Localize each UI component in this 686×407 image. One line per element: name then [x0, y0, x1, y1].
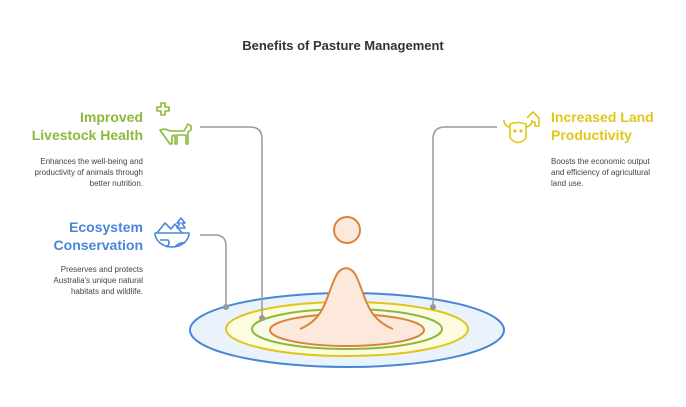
desc-line: Enhances the well-being and — [40, 157, 143, 166]
heading-line: Increased Land — [551, 109, 654, 125]
productivity-description: Boosts the economic output and efficiency… — [551, 156, 650, 189]
desc-line: Australia's unique natural — [53, 276, 143, 285]
desc-line: and efficiency of agricultural — [551, 168, 651, 177]
water-drop — [333, 216, 361, 244]
connector-livestock — [200, 126, 263, 318]
heading-line: Productivity — [551, 127, 632, 143]
desc-line: productivity of animals through — [34, 168, 144, 177]
livestock-health-description: Enhances the well-being and productivity … — [35, 156, 144, 189]
cow-farm-icon — [503, 111, 540, 144]
heading-line: Livestock Health — [31, 127, 143, 143]
desc-line: habitats and wildlife. — [70, 287, 143, 296]
heading-line: Improved — [79, 109, 143, 125]
livestock-health-icon — [156, 102, 192, 145]
desc-line: land use. — [551, 179, 584, 188]
desc-line: Boosts the economic output — [551, 157, 650, 166]
desc-line: Preserves and protects — [60, 265, 143, 274]
desc-line: better nutrition. — [89, 179, 143, 188]
connector-dot — [223, 304, 229, 310]
diagram-title: Benefits of Pasture Management — [242, 38, 444, 53]
connector-dot — [430, 304, 436, 310]
heading-line: Conservation — [53, 237, 143, 253]
water-drop-splash — [300, 268, 393, 329]
connector-productivity — [432, 126, 497, 307]
ecosystem-globe-icon — [154, 217, 190, 248]
splash-outline — [299, 267, 394, 330]
heading-line: Ecosystem — [69, 219, 143, 235]
connector-dot — [259, 315, 265, 321]
connector-ecosystem — [200, 234, 227, 307]
